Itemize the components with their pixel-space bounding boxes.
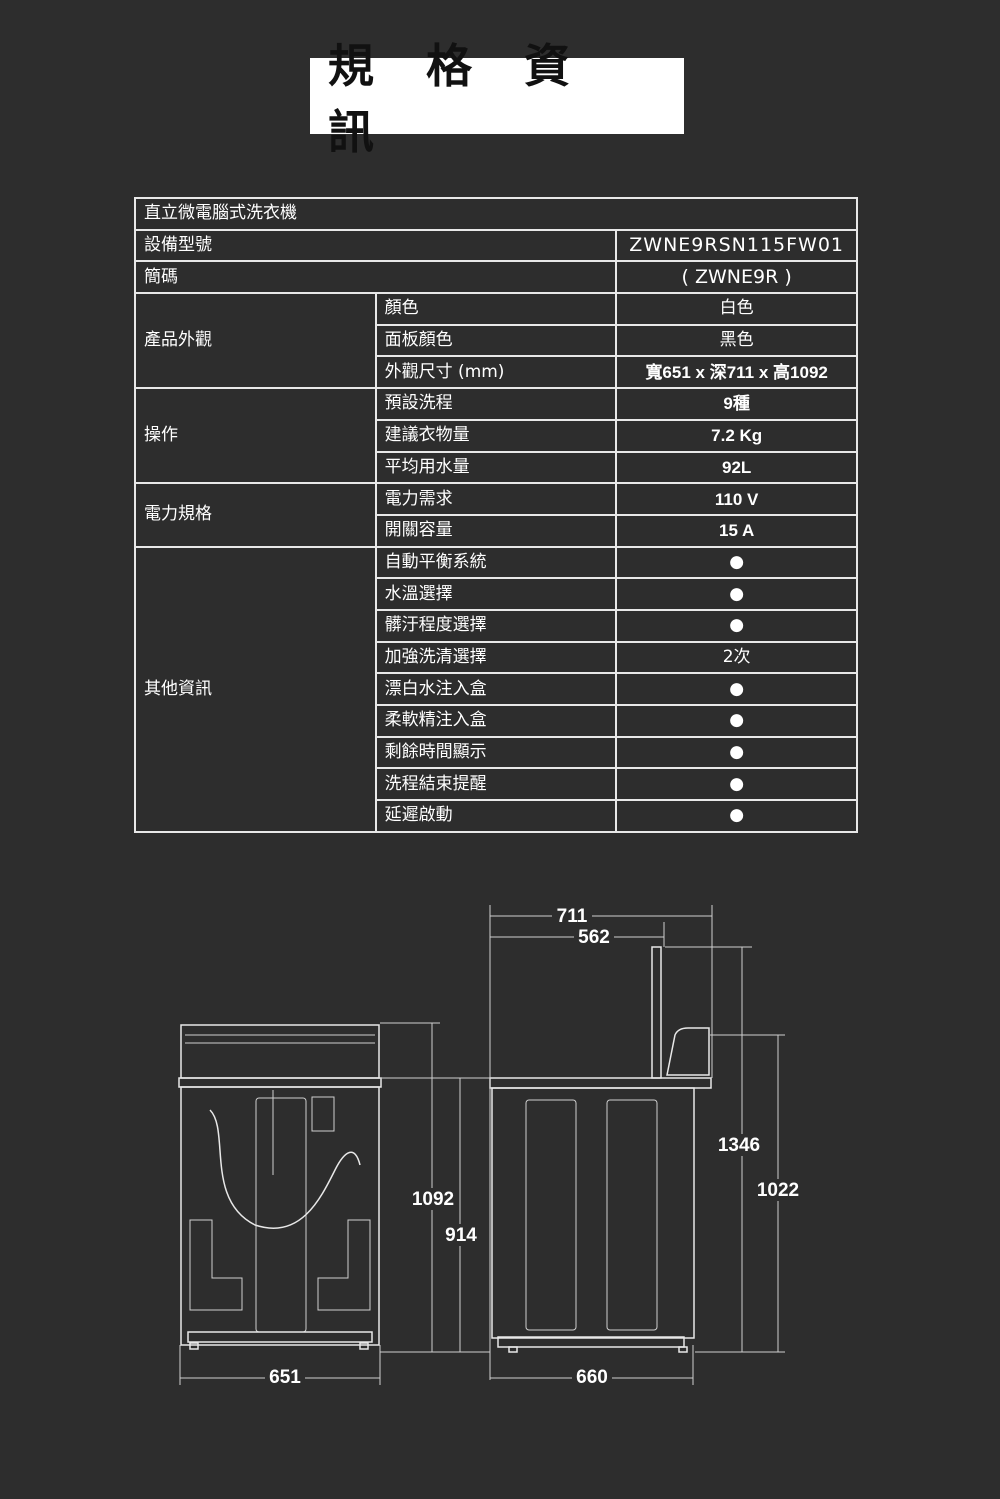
dim-side-width: 660	[576, 1367, 608, 1388]
dim-total-depth: 711	[557, 906, 588, 927]
row-value: ●	[615, 608, 858, 643]
row-value: ●	[615, 704, 858, 738]
row-label: 柔軟精注入盒	[374, 704, 618, 738]
row-label: 自動平衡系統	[374, 545, 618, 580]
dim-front-width: 651	[269, 1367, 301, 1388]
table-row: 漂白水注入盒●	[135, 672, 858, 706]
group-label: 電力規格	[134, 482, 377, 548]
row-value: ZWNE9RSN115FW01	[615, 228, 858, 263]
front-view-drawing	[178, 1024, 382, 1350]
row-value: 黑色	[615, 323, 858, 358]
row-label: 剩餘時間顯示	[374, 735, 618, 770]
dim-height-console: 1022	[757, 1180, 799, 1201]
side-view-drawing	[489, 946, 712, 1353]
row-value: ●	[615, 545, 858, 580]
row-label: 外觀尺寸 (mm)	[374, 355, 618, 390]
row-value: 白色	[615, 292, 858, 326]
row-value: ●	[615, 577, 858, 611]
table-row: 洗程結束提醒●	[135, 767, 858, 802]
row-value: ●	[615, 767, 858, 802]
table-row: 簡碼( ZWNE9R )	[133, 260, 858, 295]
row-label: 髒汙程度選擇	[374, 608, 618, 643]
row-label: 顏色	[374, 292, 618, 326]
row-label: 設備型號	[133, 228, 618, 263]
dim-height-body: 914	[445, 1225, 477, 1246]
table-row: 剩餘時間顯示●	[135, 735, 858, 770]
row-label: 預設洗程	[374, 387, 618, 421]
table-row: 柔軟精注入盒●	[135, 704, 858, 738]
row-label: 加強洗清選擇	[374, 640, 618, 675]
table-row: 產品外觀顏色白色	[134, 292, 858, 390]
row-label: 電力需求	[374, 482, 618, 516]
group-label: 操作	[134, 387, 377, 485]
row-value: ●	[615, 799, 858, 833]
dim-body-depth: 562	[578, 927, 610, 948]
row-value: ( ZWNE9R )	[615, 260, 858, 295]
row-label: 延遲啟動	[374, 799, 618, 833]
table-row: 外觀尺寸 (mm)寬651 x 深711 x 高1092	[135, 355, 858, 390]
row-value: 15 A	[615, 513, 858, 548]
group-label: 其他資訊	[134, 545, 377, 833]
row-value: 寬651 x 深711 x 高1092	[615, 355, 858, 390]
row-value: 9種	[615, 387, 858, 421]
table-row: 直立微電腦式洗衣機	[134, 197, 858, 231]
row-value: ●	[615, 672, 858, 706]
row-label: 平均用水量	[374, 450, 618, 485]
row-value: 110 V	[615, 482, 858, 516]
row-label: 水溫選擇	[374, 577, 618, 611]
row-value: 92L	[615, 450, 858, 485]
dim-height-lid: 1346	[718, 1135, 760, 1156]
table-row: 延遲啟動●	[135, 799, 858, 833]
dim-height-total: 1092	[412, 1189, 454, 1210]
row-label: 面板顏色	[374, 323, 618, 358]
group-label: 產品外觀	[134, 292, 377, 390]
product-type: 直立微電腦式洗衣機	[134, 197, 858, 231]
row-label: 建議衣物量	[374, 418, 618, 453]
row-value: 7.2 Kg	[615, 418, 858, 453]
row-value: ●	[615, 735, 858, 770]
row-label: 洗程結束提醒	[374, 767, 618, 802]
table-row: 面板顏色黑色	[135, 323, 858, 358]
row-label: 簡碼	[133, 260, 618, 295]
table-row: 其他資訊自動平衡系統●	[134, 545, 858, 833]
row-label: 漂白水注入盒	[374, 672, 618, 706]
table-row: 水溫選擇●	[135, 577, 858, 611]
row-label: 開關容量	[374, 513, 618, 548]
row-value: 2次	[615, 640, 858, 675]
table-row: 髒汙程度選擇●	[135, 608, 858, 643]
